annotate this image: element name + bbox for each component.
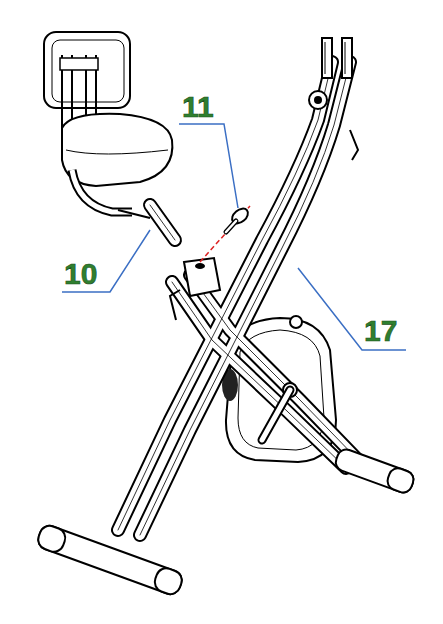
callout-number: 10 xyxy=(64,259,97,289)
leader-lines xyxy=(62,124,406,350)
callout-number: 11 xyxy=(182,92,214,122)
callout-number: 17 xyxy=(364,316,397,346)
